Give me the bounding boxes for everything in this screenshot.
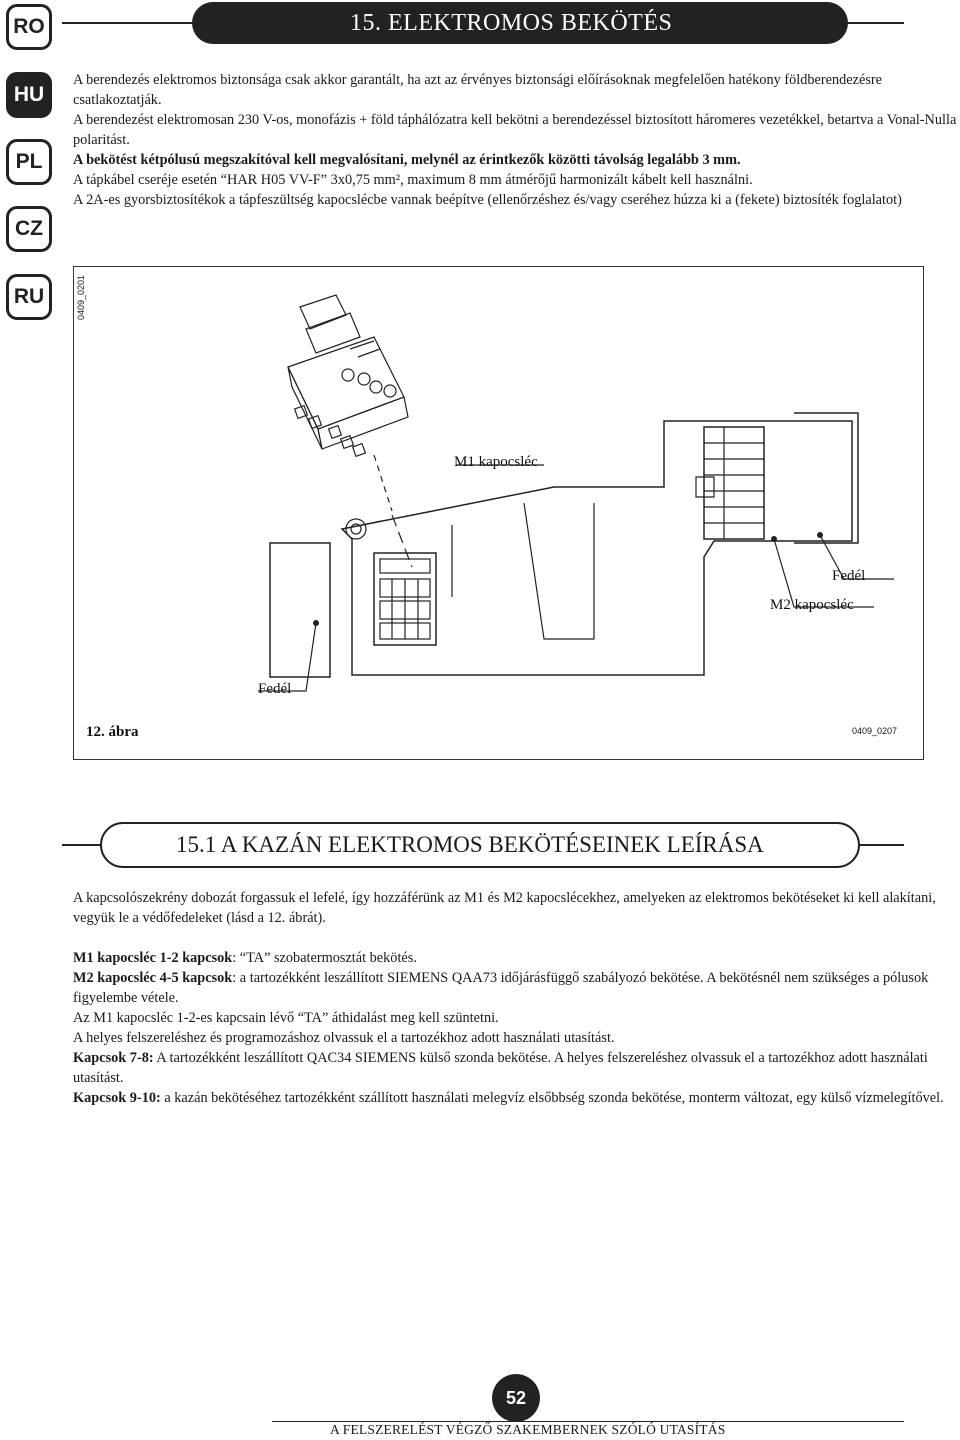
intro-paragraph-4: A tápkábel cseréje esetén “HAR H05 VV-F”… <box>73 172 753 188</box>
m2-label: M2 kapocsléc 4-5 kapcsok <box>73 970 233 986</box>
lang-tab-ro[interactable]: RO <box>6 4 52 50</box>
footer-rule <box>272 1421 904 1422</box>
m1-label: M1 kapocsléc 1-2 kapcsok <box>73 950 233 966</box>
figure-frame <box>73 266 924 760</box>
intro-paragraph-2: A berendezést elektromosan 230 V-os, mon… <box>73 112 957 148</box>
m2-text: : a tartozékként leszállított SIEMENS QA… <box>73 970 929 1006</box>
k910-description: Kapcsok 9-10: a kazán bekötéséhez tartoz… <box>73 1088 958 1108</box>
page-title-text: 15. ELEKTROMOS BEKÖTÉS <box>350 9 673 36</box>
intro-paragraph-1: A berendezés elektromos biztonsága csak … <box>73 72 883 108</box>
intro-paragraph-5: A 2A-es gyorsbiztosítékok a tápfeszültsé… <box>73 192 902 208</box>
section-paragraph-1: A kapcsolószekrény dobozát forgassuk el … <box>73 890 936 926</box>
lang-tab-ru[interactable]: RU <box>6 274 52 320</box>
k910-text: a kazán bekötéséhez tartozékként szállít… <box>160 1090 944 1106</box>
k78-description: Kapcsok 7-8: A tartozékként leszállított… <box>73 1048 958 1088</box>
terminal-block-drawing <box>287 294 409 458</box>
section-title: 15.1 A KAZÁN ELEKTROMOS BEKÖTÉSEINEK LEÍ… <box>100 822 860 868</box>
m1-description: M1 kapocsléc 1-2 kapcsok: “TA” szobaterm… <box>73 948 958 968</box>
figure-code-right: 0409_0207 <box>852 726 898 736</box>
page-number: 52 <box>492 1374 540 1422</box>
label-m1-terminal: M1 kapocsléc <box>454 454 538 470</box>
label-cover-left: Fedél <box>258 681 292 697</box>
label-cover-right: Fedél <box>832 568 866 584</box>
k78-text: A tartozékként leszállított QAC34 SIEMEN… <box>73 1050 928 1086</box>
footer-text: A FELSZERELÉST VÉGZŐ SZAKEMBERNEK SZÓLÓ … <box>330 1422 726 1437</box>
page-title: 15. ELEKTROMOS BEKÖTÉS <box>192 2 848 44</box>
intro-text: A berendezés elektromos biztonsága csak … <box>73 70 958 210</box>
figure-caption: 12. ábra <box>86 724 139 740</box>
intro-paragraph-3: A bekötést kétpólusú megszakítóval kell … <box>73 152 741 168</box>
install-paragraph: A helyes felszereléshez és programozásho… <box>73 1030 615 1046</box>
lang-tab-cz[interactable]: CZ <box>6 206 52 252</box>
ta-paragraph: Az M1 kapocsléc 1-2-es kapcsain lévő “TA… <box>73 1010 499 1026</box>
lang-tab-hu[interactable]: HU <box>6 72 52 118</box>
wiring-diagram <box>258 294 894 692</box>
section-body: A kapcsolószekrény dobozát forgassuk el … <box>73 888 958 1108</box>
label-m2-terminal: M2 kapocsléc <box>770 597 854 613</box>
m2-description: M2 kapocsléc 4-5 kapcsok: a tartozékként… <box>73 968 958 1008</box>
m1-text: : “TA” szobatermosztát bekötés. <box>232 950 417 966</box>
section-title-text: 15.1 A KAZÁN ELEKTROMOS BEKÖTÉSEINEK LEÍ… <box>176 832 764 857</box>
k78-label: Kapcsok 7-8: <box>73 1050 154 1066</box>
lang-tab-pl[interactable]: PL <box>6 139 52 185</box>
k910-label: Kapcsok 9-10: <box>73 1090 161 1106</box>
